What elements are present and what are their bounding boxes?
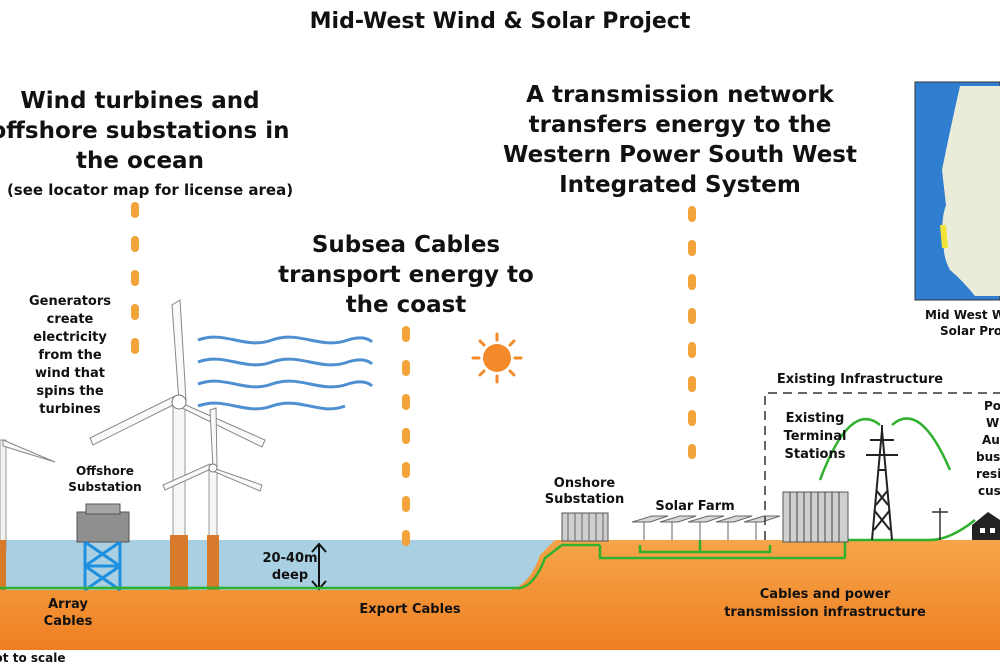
generators-label-line: turbines xyxy=(39,402,101,417)
wind-turbine-small-icon xyxy=(162,407,263,590)
power-to-label-line: resi xyxy=(976,467,1000,481)
offshore-callout-line: the ocean xyxy=(76,148,204,174)
depth-label-line: deep xyxy=(271,568,309,583)
export-cables-label: Export Cables xyxy=(359,602,461,617)
array-cables-label: Array Cables xyxy=(20,596,116,630)
solar-farm-label: Solar Farm xyxy=(655,499,735,514)
offshore-callout-line: offshore substations in xyxy=(0,118,290,144)
offshore-callout-line: Wind turbines and xyxy=(20,88,260,114)
generators-label: Generators create electricity from the w… xyxy=(2,293,138,419)
transmission-tower-icon xyxy=(866,425,898,541)
array-cables-label-line: Array xyxy=(48,597,88,612)
array-cables-label-line: Cables xyxy=(43,614,93,629)
generators-label-line: electricity xyxy=(33,330,107,345)
generators-label-line: wind that xyxy=(34,366,105,381)
terminal-station-icon xyxy=(782,491,849,543)
onshore-substation-label: Onshore Substation xyxy=(532,476,637,508)
map-caption-line: Solar Pro xyxy=(940,324,1000,338)
transmission-callout-line: transfers energy to the xyxy=(528,112,832,138)
power-pole-icon xyxy=(932,508,948,540)
generators-label-line: spins the xyxy=(36,384,104,399)
power-to-label-line: Au xyxy=(982,433,1000,447)
subsea-callout-line: the coast xyxy=(345,292,467,318)
subsea-callout-line: transport energy to xyxy=(278,262,534,288)
wind-waves-icon xyxy=(197,335,374,411)
offshore-callout-note: (see locator map for license area) xyxy=(6,181,294,199)
transmission-callout: A transmission network transfers energy … xyxy=(455,80,905,200)
wind-turbine-left-icon xyxy=(0,439,56,590)
offshore-substation-icon xyxy=(76,503,130,592)
power-to-label-line: cus xyxy=(978,484,1000,498)
subsea-callout: Subsea Cables transport energy to the co… xyxy=(256,230,556,320)
offshore-substation-label-line: Substation xyxy=(68,480,142,494)
wind-turbine-large-icon xyxy=(89,299,266,590)
existing-terminal-label: Existing Terminal Stations xyxy=(770,410,860,464)
offshore-callout: Wind turbines and offshore substations i… xyxy=(0,86,340,176)
power-to-label-line: busi xyxy=(976,450,1000,464)
land xyxy=(0,540,1000,650)
transmission-callout-line: A transmission network xyxy=(526,82,834,108)
onshore-substation-label-line: Onshore xyxy=(553,476,616,491)
cables-power-label-line: transmission infrastructure xyxy=(724,605,926,620)
transmission-callout-line: Western Power South West xyxy=(503,142,857,168)
map-caption: Mid West W Solar Pro xyxy=(925,307,1000,339)
generators-label-line: create xyxy=(46,312,94,327)
map-caption-line: Mid West W xyxy=(925,308,1000,322)
existing-terminal-label-line: Terminal xyxy=(783,429,847,444)
power-to-label-line: Po xyxy=(984,399,1000,413)
onshore-substation-icon xyxy=(561,512,609,542)
existing-terminal-label-line: Existing xyxy=(785,411,845,426)
sun-icon xyxy=(471,332,523,384)
existing-infrastructure-box xyxy=(764,392,1000,540)
solar-farm-icon xyxy=(631,515,781,540)
generators-label-line: Generators xyxy=(28,294,112,309)
power-to-label-line: W xyxy=(986,416,1000,430)
existing-infrastructure-label: Existing Infrastructure xyxy=(776,372,944,387)
offshore-substation-label: Offshore Substation xyxy=(55,463,155,495)
dashed-connectors xyxy=(131,202,696,564)
cables-power-label-line: Cables and power xyxy=(759,587,891,602)
onshore-substation-label-line: Substation xyxy=(544,492,625,507)
depth-label-line: 20-40m xyxy=(262,551,318,566)
transmission-callout-line: Integrated System xyxy=(559,172,801,198)
cables-power-label: Cables and power transmission infrastruc… xyxy=(700,586,950,622)
offshore-substation-label-line: Offshore xyxy=(76,464,134,478)
house-icon xyxy=(972,512,1000,540)
subsea-callout-line: Subsea Cables xyxy=(311,232,501,258)
not-to-scale-label: not to scale xyxy=(0,651,66,665)
generators-label-line: from the xyxy=(38,348,102,363)
page-title: Mid-West Wind & Solar Project xyxy=(309,9,691,34)
power-to-label: Po W Au busi resi cus xyxy=(972,398,1000,500)
locator-map-icon xyxy=(914,81,1000,301)
depth-label: 20-40m deep xyxy=(250,550,330,584)
existing-terminal-label-line: Stations xyxy=(784,447,846,462)
cables xyxy=(0,417,976,590)
